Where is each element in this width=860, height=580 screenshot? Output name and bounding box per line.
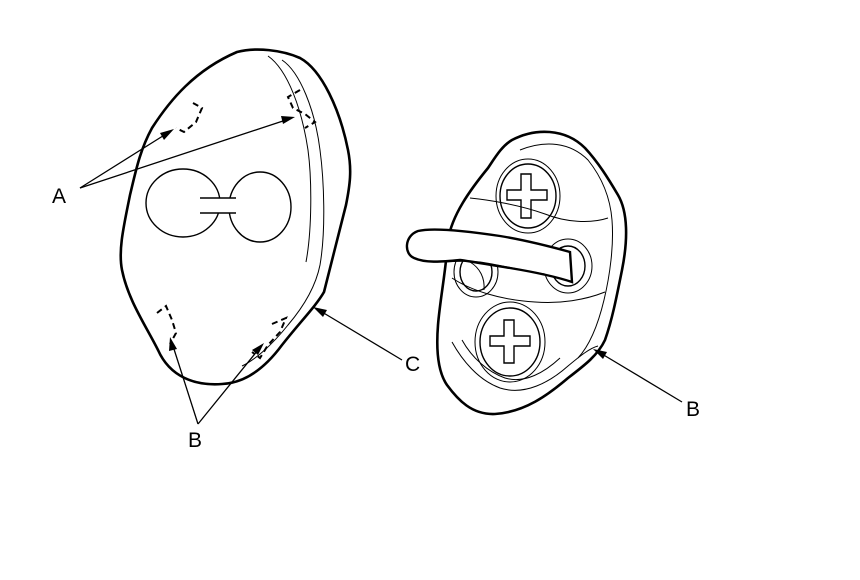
callout-a: A xyxy=(52,185,66,208)
leader-b-left xyxy=(169,337,264,425)
striker-plate-lower-edge-2 xyxy=(461,339,561,381)
striker-cover xyxy=(119,48,352,386)
striker-plate-lower-edge xyxy=(451,341,599,391)
striker-plate-inner-edge-3 xyxy=(451,277,606,303)
clip-b-lower-left xyxy=(156,304,178,345)
cover-outline xyxy=(119,48,352,386)
lower-screw-cross-icon xyxy=(489,319,531,364)
leader-c xyxy=(313,307,403,361)
callout-c: C xyxy=(405,353,420,376)
upper-screw xyxy=(495,158,561,234)
clip-b-lower-right xyxy=(251,316,288,360)
callout-b-left: B xyxy=(188,429,202,452)
cover-rim-inner xyxy=(267,55,312,263)
leader-a xyxy=(79,116,295,189)
clip-a-upper-left xyxy=(175,102,204,134)
door-striker xyxy=(405,130,628,416)
striker-plate-inner-edge-2 xyxy=(469,197,609,222)
lower-screw xyxy=(474,301,546,383)
striker-plate-inner-edge xyxy=(519,143,614,359)
upper-screw-cross-icon xyxy=(506,173,548,219)
callout-b-right: B xyxy=(686,398,700,421)
cover-opening xyxy=(145,168,292,243)
cover-rim-edge xyxy=(241,59,325,367)
cover-opening-bridge xyxy=(214,198,232,213)
leader-b-right xyxy=(593,349,683,403)
clip-a-upper-right xyxy=(286,89,317,129)
